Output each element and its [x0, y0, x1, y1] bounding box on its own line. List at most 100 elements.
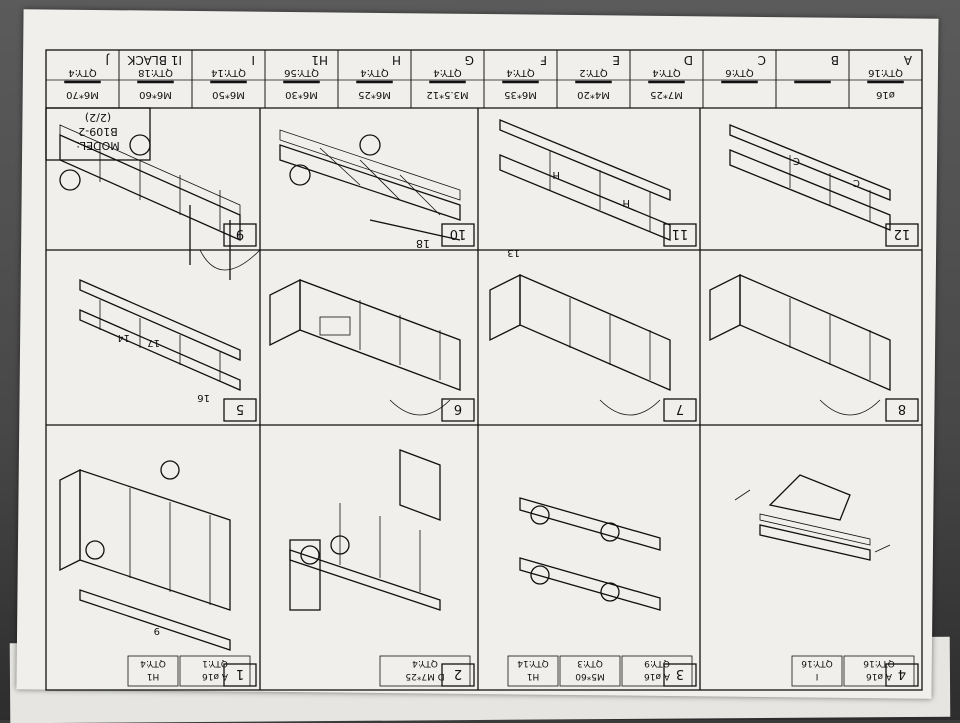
- svg-text:C: C: [853, 177, 860, 188]
- part-qty: QTY:4: [506, 67, 535, 78]
- hw-spec: D M7*25: [405, 671, 444, 681]
- part-spec: M6*50: [212, 89, 245, 100]
- part-spec: ø16: [876, 89, 895, 100]
- hw-qty: QTY:14: [517, 658, 549, 668]
- part-spec: M4*20: [577, 89, 610, 100]
- part-qty: QTY:4: [68, 67, 97, 78]
- part-cell-c: C QTY:6: [702, 49, 777, 109]
- hw-spec: H1: [147, 671, 160, 681]
- step-7-drawing: [269, 278, 461, 416]
- step-4-hardware-2: I QTY:16: [791, 655, 843, 687]
- part-letter: H: [392, 53, 401, 67]
- hw-spec: H1: [527, 671, 540, 681]
- step-4-drawing: 9: [59, 460, 231, 651]
- step-6-drawing: 13: [489, 247, 671, 416]
- part-letter: D: [684, 53, 693, 67]
- svg-text:17: 17: [147, 337, 160, 348]
- step-number-label: 5: [236, 401, 244, 416]
- part-letter: J: [105, 53, 110, 67]
- step-number-11: 11: [663, 223, 697, 247]
- part-letter: H1: [311, 53, 328, 67]
- part-spec: M6*25: [358, 89, 391, 100]
- part-letter: I: [251, 53, 255, 67]
- hw-qty: QTY:16: [801, 658, 833, 668]
- part-spec: M6*30: [285, 89, 318, 100]
- part-cell-i: I M6*50 QTY:14: [191, 49, 266, 109]
- step-10-drawing: H H: [499, 119, 671, 241]
- part-cell-f: F M6*35 QTY:4: [483, 49, 558, 109]
- hw-qty: QTY:4: [140, 658, 166, 668]
- hw-qty: QTY:16: [863, 658, 895, 668]
- step-number-label: 11: [672, 226, 689, 241]
- step-9-drawing: C C: [729, 124, 891, 231]
- hw-spec: M5*60: [575, 671, 605, 681]
- step-number-6: 6: [441, 398, 475, 422]
- part-spec: M7*25: [650, 89, 683, 100]
- step-3-hardware-2: M5*60 QTY:3: [559, 655, 621, 687]
- part-cell-b: B: [775, 49, 850, 109]
- part-cell-h: H M6*25 QTY:4: [337, 49, 412, 109]
- part-qty: QTY:4: [433, 67, 462, 78]
- part-letter: A: [903, 53, 912, 67]
- step-8-drawing: 16 17 14: [79, 279, 241, 403]
- part-qty: QTY:14: [211, 67, 246, 78]
- part-letter: G: [465, 53, 474, 67]
- hw-spec: A ø16: [202, 671, 228, 681]
- part-letter: B: [831, 53, 839, 67]
- part-spec: M6*60: [139, 89, 172, 100]
- model-number: B109-2: [78, 125, 118, 138]
- step-number-label: 7: [676, 401, 684, 416]
- step-2-drawing: [519, 497, 661, 611]
- model-label: MODEL:: [76, 139, 119, 152]
- model-box: MODEL: B109-2 (2/2): [45, 107, 151, 161]
- step-number-5: 5: [223, 398, 257, 422]
- step-3-drawing: [289, 449, 441, 611]
- svg-text:9: 9: [154, 625, 160, 636]
- step-1-hardware-2: H1 QTY:4: [127, 655, 179, 687]
- step-number-12: 12: [885, 223, 919, 247]
- part-cell-e: E M4*20 QTY:2: [556, 49, 631, 109]
- part-qty: QTY:18: [138, 67, 173, 78]
- step-number-label: 12: [894, 226, 911, 241]
- part-letter: F: [540, 53, 547, 67]
- part-spec: M6*70: [66, 89, 99, 100]
- part-letter: C: [758, 53, 766, 67]
- hw-spec: A ø16: [644, 671, 670, 681]
- model-sheet: (2/2): [85, 111, 111, 124]
- step-5-drawing: [709, 273, 891, 416]
- step-number-label: 6: [454, 401, 462, 416]
- part-spec: M6*35: [504, 89, 537, 100]
- step-number-label: 1: [236, 666, 244, 681]
- part-qty: QTY:16: [868, 67, 903, 78]
- step-number-label: 10: [450, 226, 467, 241]
- hw-qty: QTY:1: [202, 658, 228, 668]
- step-number-label: 8: [898, 401, 906, 416]
- part-qty: QTY:6: [725, 67, 754, 78]
- step-number-8: 8: [885, 398, 919, 422]
- step-number-7: 7: [663, 398, 697, 422]
- svg-text:18: 18: [416, 237, 430, 250]
- part-spec: M3.5*12: [426, 89, 468, 100]
- step-number-label: 2: [454, 666, 462, 681]
- step-12-drawing: [59, 124, 261, 280]
- part-qty: QTY:2: [579, 67, 608, 78]
- hw-qty: QTY:4: [412, 658, 438, 668]
- part-qty: QTY:4: [360, 67, 389, 78]
- step-number-2: 2: [441, 663, 475, 687]
- hw-spec: I: [816, 671, 819, 681]
- part-letter: E: [612, 53, 620, 67]
- step-11-drawing: 18: [279, 129, 461, 250]
- part-cell-j: J M6*70 QTY:4: [45, 49, 120, 109]
- step-3-hardware-3: H1 QTY:14: [507, 655, 559, 687]
- svg-text:13: 13: [507, 247, 520, 258]
- step-1-hardware: A ø16 QTY:1: [179, 655, 251, 687]
- hw-qty: QTY:3: [577, 658, 603, 668]
- svg-text:16: 16: [197, 392, 210, 403]
